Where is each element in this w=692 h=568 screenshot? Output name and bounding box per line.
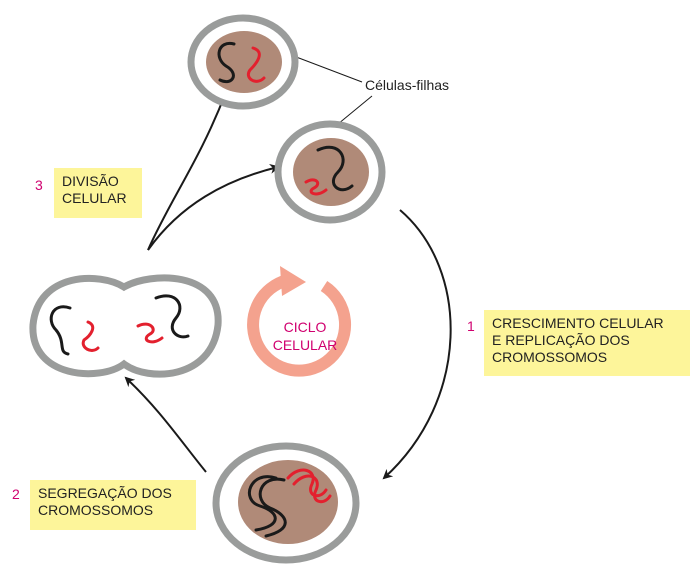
chromosome-red-right <box>136 322 164 344</box>
cell-wall <box>29 274 222 378</box>
daughter-cell-top <box>187 14 299 110</box>
caption-leader-lines <box>290 54 373 125</box>
cycle-arrows <box>124 90 452 480</box>
dividing-cell <box>29 274 222 378</box>
arrow-segregation-to-division <box>124 376 207 473</box>
chromosome-red-a <box>286 468 328 498</box>
step-2-number: 2 <box>12 486 20 502</box>
leader-line-bottom <box>337 95 373 125</box>
step-1-number: 1 <box>467 318 475 334</box>
chromosome-red <box>304 178 328 196</box>
arrow-division-to-daughter-top <box>147 90 228 251</box>
cycle-arrowhead <box>280 266 306 296</box>
chromosome-black-left <box>49 305 72 356</box>
daughter-cells-caption: Células-filhas <box>365 77 450 93</box>
step-3-number: 3 <box>35 177 43 193</box>
chromosome-black-a <box>247 475 278 532</box>
growing-cell <box>212 442 360 564</box>
nucleus <box>206 31 282 93</box>
step-2-label: SEGREGAÇÃO DOS CROMOSSOMOS <box>30 480 196 530</box>
leader-line-top <box>290 54 363 83</box>
arrow-growth-to-segregation <box>382 209 452 480</box>
chromosome-black <box>217 41 236 83</box>
step-1-label: CRESCIMENTO CELULAR E REPLICAÇÃO DOS CRO… <box>484 310 690 376</box>
chromosome-black-b <box>258 477 287 538</box>
chromosome-black <box>316 146 354 192</box>
cycle-arc <box>247 274 352 377</box>
chromosome-red-left <box>81 320 100 352</box>
cell-cycle-arrow <box>247 266 352 377</box>
cycle-center-label: CICLO CELULAR <box>272 319 338 353</box>
arrow-division-to-daughter-right <box>147 164 280 251</box>
chromosome-red <box>247 46 266 83</box>
step-3-label: DIVISÃO CELULAR <box>54 168 142 218</box>
chromosome-red-b <box>292 474 332 504</box>
chromosome-black-right <box>154 294 190 339</box>
daughter-cell-right <box>274 120 386 224</box>
